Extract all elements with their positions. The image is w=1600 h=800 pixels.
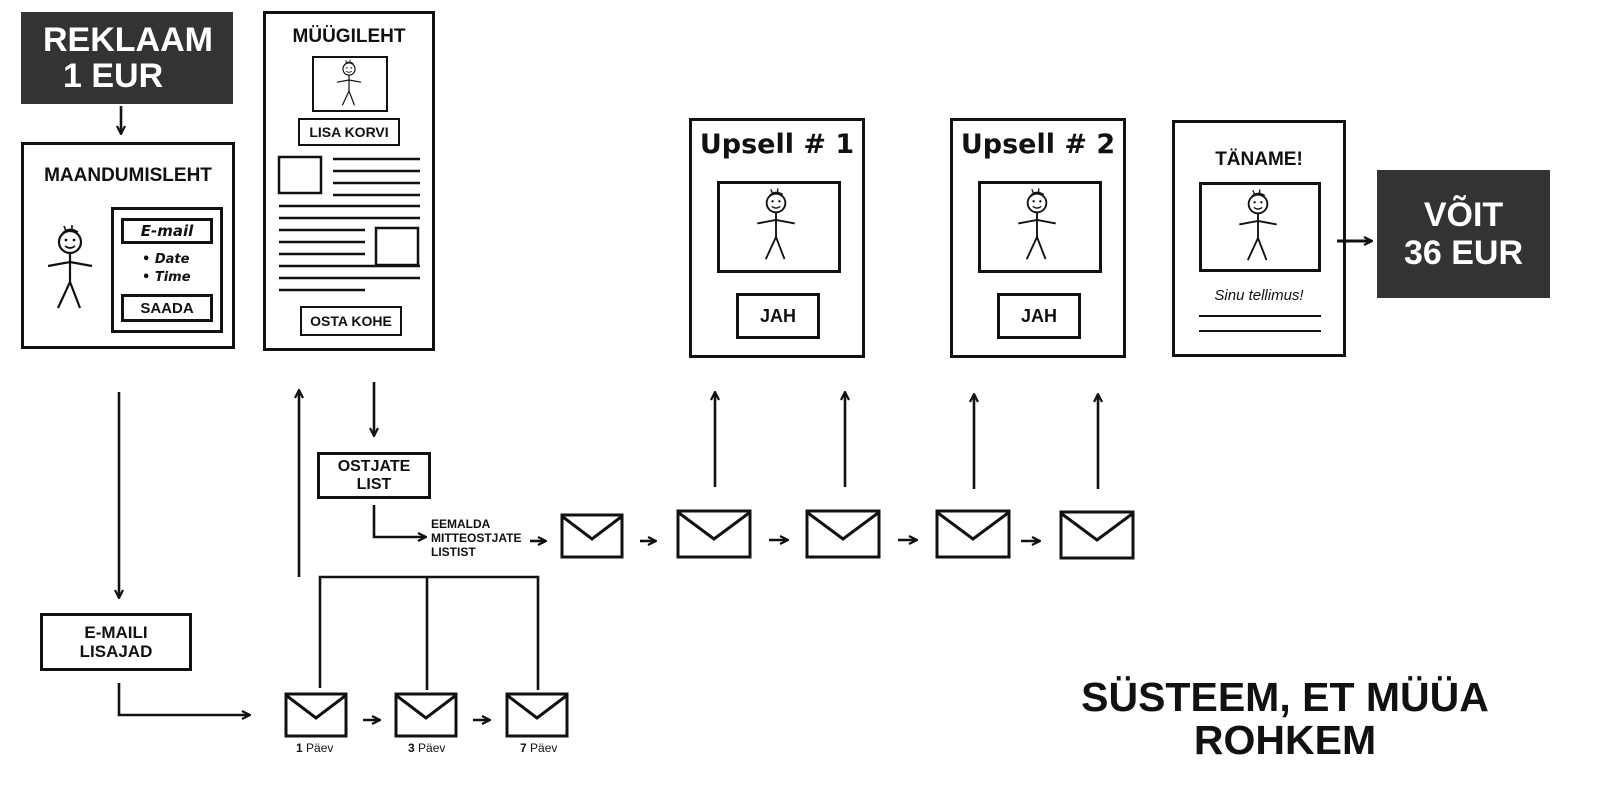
email-adders-line2: LISAJAD <box>79 642 153 661</box>
upsell-2-stick-figure <box>1017 187 1057 261</box>
day-1-word: Päev <box>306 741 334 755</box>
upsell-2-yes-label: JAH <box>1020 305 1057 326</box>
sales-page-text-lines <box>277 155 420 292</box>
day-label-3: 3 Päev <box>408 741 445 755</box>
add-to-cart-button: LISA KORVI <box>298 118 400 146</box>
upsell-1-yes-button: JAH <box>736 293 820 339</box>
day-label-7: 7 Päev <box>520 741 557 755</box>
win-line1: VÕIT <box>1423 196 1504 234</box>
remove-note-line1: EEMALDA <box>431 517 491 531</box>
day-3-word: Päev <box>418 741 446 755</box>
envelope-icon <box>284 692 348 738</box>
sales-image <box>312 56 388 112</box>
date-bullet: • Date <box>142 252 190 267</box>
upsell-1-image <box>717 181 841 273</box>
remove-note-line3: LISTIST <box>431 545 476 559</box>
sales-title: MÜÜGILEHT <box>292 26 406 47</box>
landing-title: MAANDUMISLEHT <box>44 165 212 186</box>
email-field-label: E-mail <box>140 222 194 240</box>
ad-line2: 1 EUR <box>63 57 164 95</box>
day-7-number: 7 <box>520 741 527 755</box>
win-line2: 36 EUR <box>1403 234 1524 272</box>
remove-note-line2: MITTEOSTJATE <box>431 531 522 545</box>
win-box: VÕIT 36 EUR <box>1377 170 1550 298</box>
ad-line1: REKLAAM <box>43 21 213 59</box>
send-button: SAADA <box>121 294 213 322</box>
thank-you-subtitle: Sinu tellimus! <box>1214 287 1304 304</box>
landing-page: MAANDUMISLEHT E-mail • Date • Time SAADA <box>21 142 235 349</box>
thank-you-image <box>1199 182 1321 272</box>
day-1-number: 1 <box>296 741 303 755</box>
email-adders-box: E-MAILI LISAJAD <box>40 613 192 671</box>
email-adders-line1: E-MAILI <box>84 623 148 642</box>
send-button-label: SAADA <box>140 299 194 317</box>
upsell-2-page: Upsell # 2 JAH <box>950 118 1126 358</box>
tagline: SÜSTEEM, ET MÜÜA ROHKEM <box>1030 676 1540 762</box>
upsell-2-title: Upsell # 2 <box>960 129 1116 160</box>
landing-form: E-mail • Date • Time SAADA <box>111 207 223 333</box>
buy-now-button: OSTA KOHE <box>300 306 402 336</box>
envelope-icon <box>560 513 624 559</box>
day-3-number: 3 <box>408 741 415 755</box>
envelope-icon <box>394 692 458 738</box>
landing-stick-figure <box>46 223 94 310</box>
upsell-1-title: Upsell # 1 <box>699 129 855 160</box>
remove-non-buyers-note: EEMALDA MITTEOSTJATE LISTIST <box>431 517 521 559</box>
sales-stick-figure <box>336 59 362 106</box>
upsell-1-yes-label: JAH <box>759 305 796 326</box>
thank-you-title: TÄNAME! <box>1215 149 1303 170</box>
tagline-line1: SÜSTEEM, ET MÜÜA <box>1081 674 1489 720</box>
day-7-word: Päev <box>530 741 558 755</box>
buyers-list-line1: OSTJATE <box>337 457 411 475</box>
sales-page: MÜÜGILEHT LISA KORVI OSTA KOHE <box>263 11 435 351</box>
buyers-list-box: OSTJATE LIST <box>317 452 431 499</box>
envelope-icon <box>676 509 752 559</box>
thank-you-line-1 <box>1199 315 1321 317</box>
thank-you-stick-figure <box>1238 188 1278 262</box>
buy-now-label: OSTA KOHE <box>310 313 392 329</box>
envelope-icon <box>935 509 1011 559</box>
envelope-icon <box>505 692 569 738</box>
buyers-list-line2: LIST <box>356 475 392 493</box>
add-to-cart-label: LISA KORVI <box>309 124 389 140</box>
tagline-line2: ROHKEM <box>1193 717 1377 763</box>
upsell-2-image <box>978 181 1102 273</box>
ad-box: REKLAAM 1 EUR <box>21 12 233 104</box>
upsell-1-stick-figure <box>756 187 796 261</box>
email-field: E-mail <box>121 218 213 244</box>
flow-arrows <box>119 106 1372 720</box>
envelope-icon <box>805 509 881 559</box>
time-bullet: • Time <box>142 270 191 285</box>
upsell-2-yes-button: JAH <box>997 293 1081 339</box>
day-label-1: 1 Päev <box>296 741 333 755</box>
envelope-icon <box>1059 510 1135 560</box>
thank-you-line-2 <box>1199 330 1321 332</box>
